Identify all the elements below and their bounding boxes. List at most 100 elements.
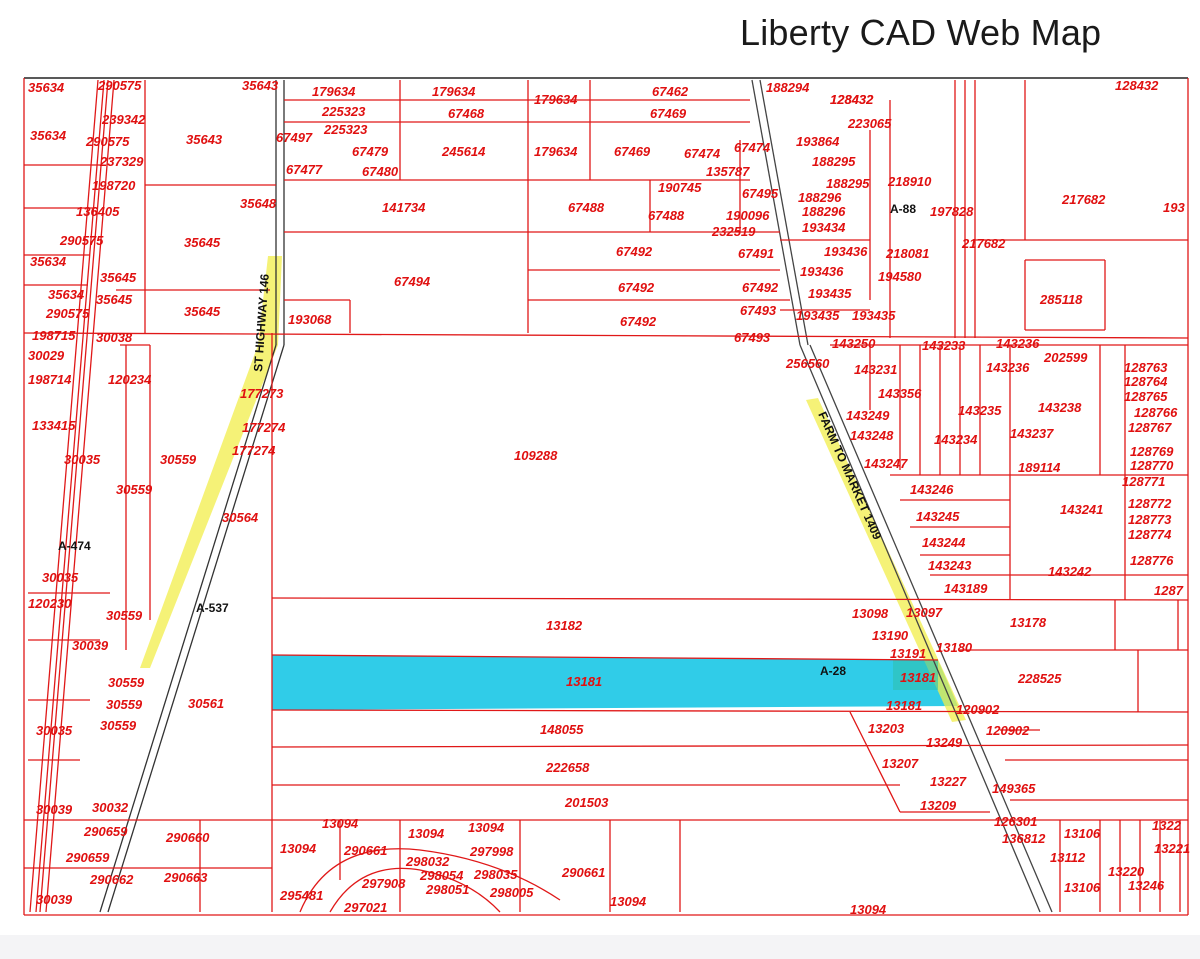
parcel-id-label: 128764 [1124, 374, 1168, 389]
parcel-id-label: 13227 [930, 774, 967, 789]
parcel-id-label: 290575 [85, 134, 130, 149]
parcel-id-label: 120902 [956, 702, 1000, 717]
parcel-id-label: 13220 [1108, 864, 1145, 879]
parcel-id-label: 298054 [419, 868, 464, 883]
parcel-id-label: 67469 [614, 144, 651, 159]
parcel-id-label: 67488 [648, 208, 685, 223]
parcel-id-label: 143235 [958, 403, 1002, 418]
parcel-id-label: 201503 [564, 795, 609, 810]
parcel-id-label: 1287 [1154, 583, 1184, 598]
parcel-id-label: 30559 [116, 482, 153, 497]
parcel-id-label: 1322 [1152, 818, 1182, 833]
parcel-id-label: 143243 [928, 558, 972, 573]
parcel-id-label: 177274 [242, 420, 286, 435]
parcel-id-label: 128773 [1128, 512, 1172, 527]
parcel-id-label: 128766 [1134, 405, 1178, 420]
highlighted-parcel-13181[interactable] [272, 655, 958, 710]
parcel-id-label: 179634 [534, 92, 578, 107]
parcel-id-label: 13209 [920, 798, 957, 813]
parcel-id-label: 13203 [868, 721, 905, 736]
parcel-id-label: 67492 [618, 280, 655, 295]
parcel-id-label: 13181 [566, 674, 602, 689]
parcel-id-label: 67474 [734, 140, 771, 155]
parcel-id-label: 128776 [1130, 553, 1174, 568]
parcel-id-label: 298032 [405, 854, 450, 869]
parcel-id-label: 67468 [448, 106, 485, 121]
parcel-id-label: 35643 [186, 132, 223, 147]
parcel-id-label: 222658 [545, 760, 590, 775]
parcel-id-label: 193068 [288, 312, 332, 327]
parcel-id-label: 35643 [242, 78, 279, 93]
parcel-id-label: 128763 [1124, 360, 1168, 375]
parcel-id-label: 128432 [830, 92, 874, 107]
parcel-id-label: 193 [1163, 200, 1185, 215]
parcel-id-label: 223065 [847, 116, 892, 131]
parcel-id-label: 217682 [961, 236, 1006, 251]
parcel-id-label: 179634 [534, 144, 578, 159]
map-title: Liberty CAD Web Map [740, 12, 1102, 53]
parcel-id-label: 67479 [352, 144, 389, 159]
parcel-id-label: 225323 [323, 122, 368, 137]
parcel-id-label: 193434 [802, 220, 846, 235]
parcel-id-label: 13249 [926, 735, 963, 750]
parcel-id-label: 290575 [45, 306, 90, 321]
parcel-id-label: 239342 [101, 112, 146, 127]
parcel-id-label: 13094 [850, 902, 887, 917]
parcel-id-label: 141734 [382, 200, 426, 215]
parcel-id-label: 188294 [766, 80, 810, 95]
parcel-id-label: 30559 [108, 675, 145, 690]
parcel-id-label: 67469 [650, 106, 687, 121]
parcel-id-label: 290659 [65, 850, 110, 865]
parcel-id-label: 128765 [1124, 389, 1168, 404]
parcel-id-label: 128432 [1115, 78, 1159, 93]
parcel-id-label: 143248 [850, 428, 894, 443]
parcel-id-label: 190745 [658, 180, 702, 195]
abstract-label-a474: A-474 [58, 539, 91, 553]
parcel-id-label: 143238 [1038, 400, 1082, 415]
parcel-id-label: 13094 [280, 841, 317, 856]
parcel-boundaries [23, 77, 1189, 916]
parcel-id-label: 30032 [92, 800, 129, 815]
parcel-id-label: 143237 [1010, 426, 1054, 441]
parcel-id-label: 190096 [726, 208, 770, 223]
parcel-id-label: 290575 [97, 78, 142, 93]
parcel-id-label: 128771 [1122, 474, 1165, 489]
parcel-id-label: 13112 [1050, 850, 1086, 865]
parcel-id-label: 30561 [188, 696, 224, 711]
parcel-id-label: 67488 [568, 200, 605, 215]
parcel-id-label: 128770 [1130, 458, 1174, 473]
parcel-id-label: 67480 [362, 164, 399, 179]
parcel-id-label: 297021 [343, 900, 387, 915]
parcel-id-label: 188296 [802, 204, 846, 219]
parcel-id-label: 298051 [425, 882, 469, 897]
parcel-id-label: 13190 [872, 628, 909, 643]
parcel-id-label: 30039 [36, 892, 73, 907]
parcel-id-label: 128432 [830, 92, 874, 107]
parcel-id-label: 290659 [83, 824, 128, 839]
parcel-id-label: 13094 [610, 894, 647, 909]
parcel-id-label: 189114 [1018, 460, 1061, 475]
parcel-id-label: 290662 [89, 872, 134, 887]
parcel-id-label: 193436 [800, 264, 844, 279]
parcel-id-label: 193864 [796, 134, 840, 149]
parcel-id-label: 67492 [616, 244, 653, 259]
parcel-id-label: 35645 [184, 304, 221, 319]
parcel-id-label: 297908 [361, 876, 406, 891]
parcel-id-label: 67494 [394, 274, 431, 289]
parcel-id-label: 30564 [222, 510, 259, 525]
parcel-id-label: 30038 [96, 330, 133, 345]
parcel-id-label: 177273 [240, 386, 284, 401]
parcel-id-label: 120902 [986, 723, 1030, 738]
abstract-label-a88: A-88 [890, 202, 916, 216]
parcel-id-label: 285118 [1039, 292, 1083, 307]
parcel-id-label: 143236 [986, 360, 1030, 375]
parcel-id-label: 143246 [910, 482, 954, 497]
parcel-id-label: 13097 [906, 605, 943, 620]
parcel-id-label: 120234 [108, 372, 152, 387]
parcel-id-label: 13106 [1064, 826, 1101, 841]
highlight-st-highway-146 [140, 256, 282, 668]
parcel-id-label: 179634 [312, 84, 356, 99]
parcel-id-label: 13098 [852, 606, 889, 621]
